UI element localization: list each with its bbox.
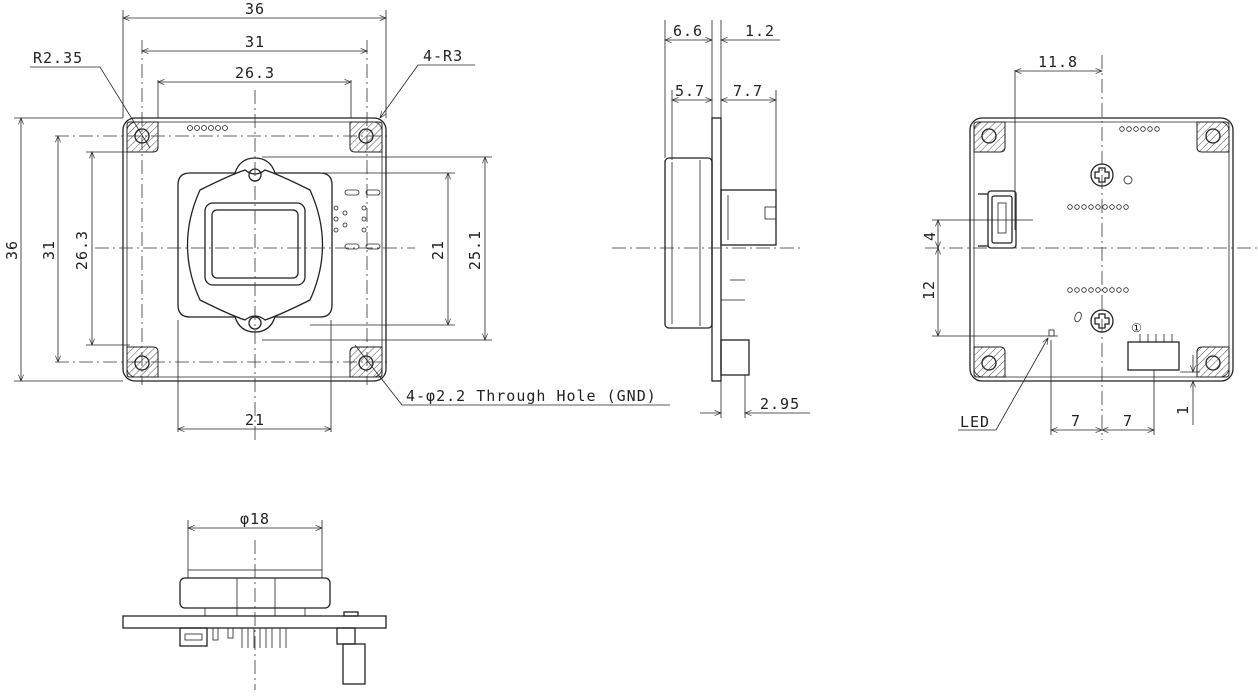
label-through-hole: 4-φ2.2 Through Hole (GND) (406, 387, 657, 405)
label-led: LED (960, 413, 990, 431)
dim-led-offset: 7 (1071, 412, 1081, 430)
dim-depth-5-7: 5.7 (675, 82, 705, 100)
dim-lens-diameter: φ18 (240, 510, 270, 528)
pin-holes (187, 125, 228, 131)
corner-mount-holes (126, 121, 383, 378)
dim-width-21: 21 (245, 411, 265, 429)
back-view: ① 11.8 4 12 LED 7 7 1 (920, 53, 1258, 440)
dim-width-31: 31 (245, 33, 265, 51)
dim-width-36: 36 (245, 0, 265, 18)
dim-height-31: 31 (40, 240, 58, 260)
dim-height-36: 36 (3, 240, 21, 260)
dim-height-25-1: 25.1 (466, 230, 484, 270)
dim-connector-offset: 7 (1123, 412, 1133, 430)
dim-usb-vertical: 4 (921, 231, 939, 241)
dim-led-vertical: 12 (920, 280, 938, 300)
dim-width-26-3: 26.3 (235, 64, 275, 82)
dim-height-26-3: 26.3 (73, 230, 91, 270)
side-view: 6.6 1.2 5.7 7.7 2.95 (612, 20, 810, 418)
dim-connector-edge: 1 (1174, 405, 1192, 415)
smd-pads (333, 189, 381, 250)
bottom-connector (179, 627, 208, 647)
label-r2-35: R2.35 (33, 49, 83, 67)
pin-header (1127, 334, 1180, 371)
led-icon (1048, 329, 1055, 337)
dim-board-thickness: 1.2 (745, 22, 775, 40)
usb-connector (978, 190, 1017, 249)
back-pin-holes (1067, 126, 1160, 323)
front-view: 36 31 26.3 R2.35 4-R3 36 31 26.3 21 25.1… (3, 0, 670, 440)
dim-depth-7-7: 7.7 (733, 82, 763, 100)
label-4-r3: 4-R3 (423, 47, 463, 65)
dim-depth-6-6: 6.6 (673, 22, 703, 40)
pin1-marker: ① (1131, 321, 1143, 335)
dim-depth-2-95: 2.95 (760, 395, 800, 413)
dim-usb-offset: 11.8 (1038, 53, 1078, 71)
bottom-view: φ18 (122, 510, 387, 690)
dim-height-21: 21 (429, 240, 447, 260)
